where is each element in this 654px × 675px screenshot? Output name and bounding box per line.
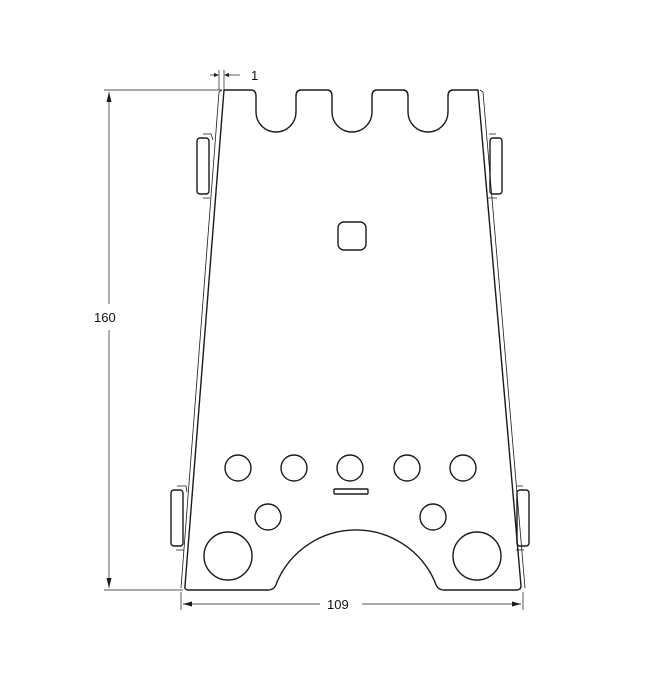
large-hole: [452, 531, 502, 581]
tab-left-upper: [196, 133, 214, 199]
thickness-dimension: 1: [210, 68, 258, 90]
slot: [333, 488, 369, 495]
air-hole: [336, 454, 364, 482]
right-edge-small: [479, 89, 484, 93]
tab-left-lower: [170, 485, 188, 551]
air-hole: [419, 503, 447, 531]
height-dimension: 160: [94, 89, 222, 591]
height-label: 160: [94, 310, 116, 325]
air-hole: [224, 454, 252, 482]
square-vent: [337, 221, 367, 251]
width-label: 109: [327, 597, 349, 612]
air-hole: [449, 454, 477, 482]
large-hole: [203, 531, 253, 581]
panel-outline: [184, 89, 522, 591]
tab-right-upper: [488, 133, 503, 199]
thickness-label: 1: [251, 68, 258, 83]
width-dimension: 109: [180, 592, 524, 612]
tab-right-lower: [516, 485, 530, 551]
air-hole: [254, 503, 282, 531]
left-fold-line: [180, 91, 220, 589]
air-hole: [280, 454, 308, 482]
air-hole: [393, 454, 421, 482]
